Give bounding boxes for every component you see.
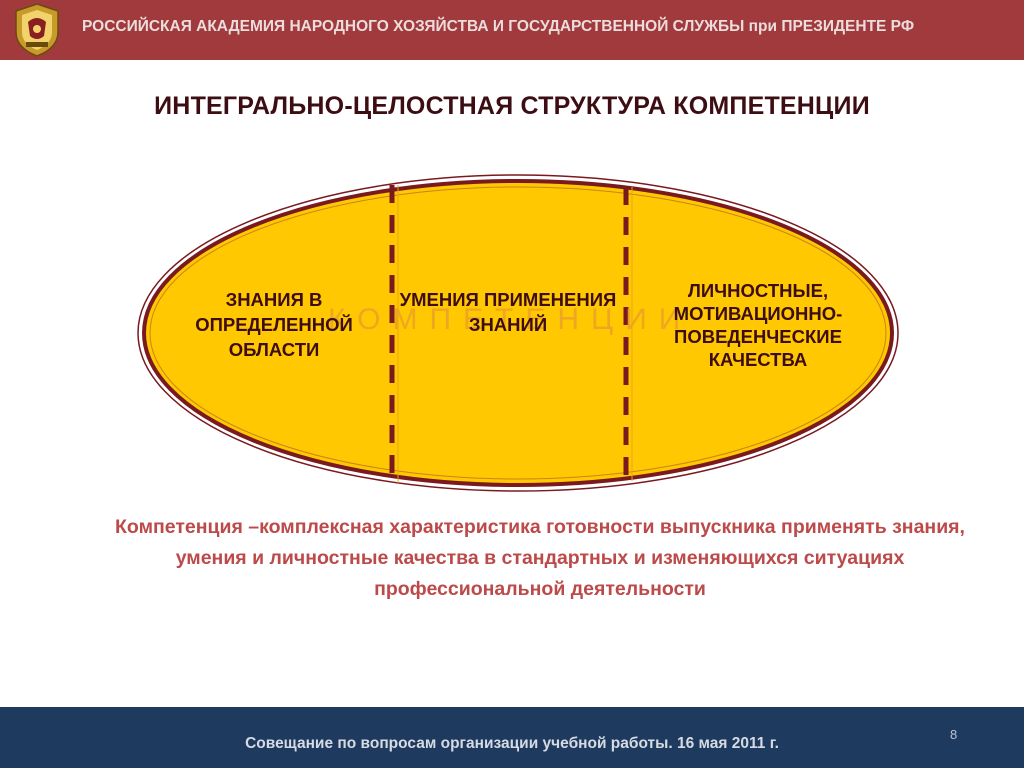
slide-title: ИНТЕГРАЛЬНО-ЦЕЛОСТНАЯ СТРУКТУРА КОМПЕТЕН… — [154, 92, 870, 120]
sector-knowledge: ЗНАНИЯ В ОПРЕДЕЛЕННОЙ ОБЛАСТИ — [195, 289, 353, 360]
organization-suffix: ПРЕЗИДЕНТЕ РФ — [781, 18, 915, 35]
watermark-text: КОМПЕТЕНЦИИ — [328, 303, 693, 336]
sector-personal-qualities: ЛИЧНОСТНЫЕ, МОТИВАЦИОННО-ПОВЕДЕНЧЕСКИЕ К… — [673, 280, 843, 370]
competence-diagram: КОМПЕТЕНЦИИ ЗНАНИЯ В ОПРЕДЕЛЕННОЙ ОБЛАСТ… — [128, 165, 908, 505]
organization-name: РОССИЙСКАЯ АКАДЕМИЯ НАРОДНОГО ХОЗЯЙСТВА … — [82, 18, 745, 35]
footer-text: Совещание по вопросам организации учебно… — [245, 735, 779, 752]
organization-suffix-lower: при — [748, 18, 778, 35]
organization-title: РОССИЙСКАЯ АКАДЕМИЯ НАРОДНОГО ХОЗЯЙСТВА … — [82, 18, 1012, 36]
page-number: 8 — [950, 727, 958, 742]
header-bar: РОССИЙСКАЯ АКАДЕМИЯ НАРОДНОГО ХОЗЯЙСТВА … — [0, 0, 1024, 60]
ellipse-graphic — [137, 174, 899, 492]
competence-definition: Компетенция –комплексная характеристика … — [115, 516, 965, 600]
coat-of-arms-icon — [12, 2, 62, 58]
sector-skills: УМЕНИЯ ПРИМЕНЕНИЯ ЗНАНИЙ — [399, 289, 617, 335]
footer-bar: Совещание по вопросам организации учебно… — [0, 707, 1024, 768]
